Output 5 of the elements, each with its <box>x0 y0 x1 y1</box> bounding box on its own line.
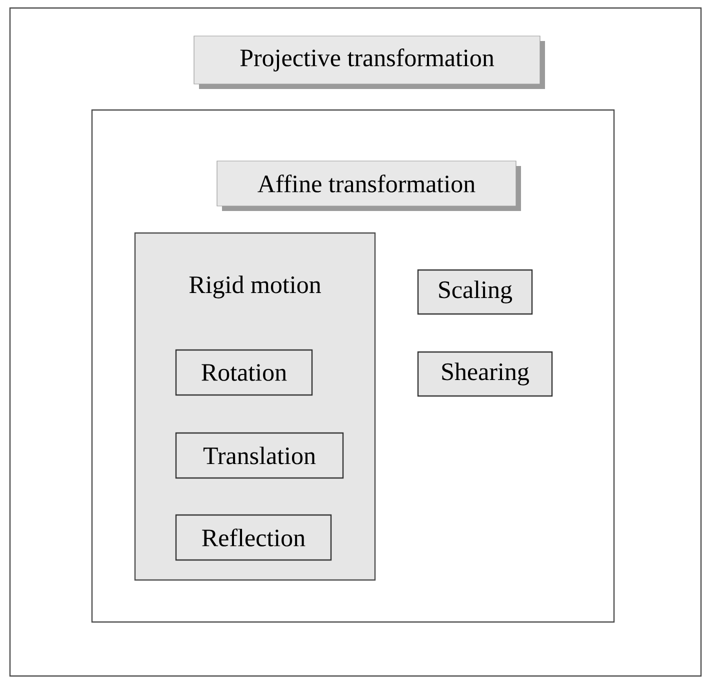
item-box: Rotation <box>175 349 313 396</box>
item-box: Shearing <box>417 351 553 397</box>
item-box: Scaling <box>417 269 533 315</box>
item-box: Translation <box>175 432 344 479</box>
item-box: Reflection <box>175 514 332 561</box>
